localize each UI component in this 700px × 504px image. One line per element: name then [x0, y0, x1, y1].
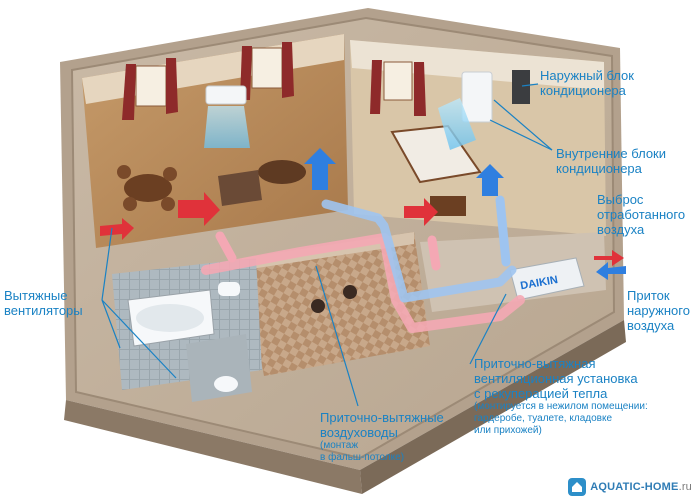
label-outdoor-unit-line-2: кондиционера — [540, 83, 626, 98]
dining-table — [124, 174, 172, 202]
supply-arrow-living — [304, 148, 336, 190]
window-right — [251, 47, 283, 89]
label-ahu-line-3: с рекуперацией тепла — [474, 386, 608, 401]
label-indoor-units-line-1: Внутренние блоки — [556, 146, 666, 161]
bathroom — [112, 258, 262, 402]
label-ahu-note-3: или прихожей) — [474, 425, 542, 436]
label-outdoor-unit-line-1: Наружный блок — [540, 68, 634, 83]
label-exhaust-out-line-2: отработанного — [597, 207, 686, 222]
house-logo-icon — [568, 478, 587, 496]
outdoor-unit — [512, 70, 530, 104]
person-1 — [311, 299, 325, 313]
label-ahu-note-2: гардеробе, туалете, кладовке — [474, 413, 613, 424]
exhaust-arrow-wall — [100, 218, 134, 240]
label-indoor-units-line-2: кондиционера — [556, 161, 642, 176]
label-fresh-in-line-2: наружного — [627, 303, 690, 318]
supply-duct — [201, 233, 525, 333]
label-ducts-note-1: (монтаж — [320, 440, 359, 451]
label-fresh-in: Приток наружного воздуха — [627, 288, 690, 333]
label-exhaust-out-line-1: Выброс — [597, 192, 644, 207]
label-exhaust-fans-line-1: Вытяжные — [4, 288, 68, 303]
watermark-domain: .ru — [678, 481, 692, 493]
exhaust-arrow-bedroom — [404, 198, 438, 226]
exhaust-out-arrow — [594, 250, 624, 266]
fresh-in-arrow — [596, 262, 626, 280]
label-indoor-units: Внутренние блоки кондиционера — [556, 146, 666, 176]
bathtub — [136, 304, 204, 332]
label-outdoor-unit: Наружный блок кондиционера — [540, 68, 634, 98]
leader-lines — [101, 83, 553, 407]
label-ahu-line-2: вентиляционная установка — [474, 371, 638, 386]
label-exhaust-fans: Вытяжные вентиляторы — [4, 288, 83, 318]
label-ahu-note-1: (монтируется в нежилом помещении: — [474, 401, 648, 412]
label-ducts: Приточно-вытяжные воздуховоды (монтаж в … — [320, 410, 444, 464]
label-exhaust-out-line-3: воздуха — [597, 222, 645, 237]
sofa — [218, 170, 262, 206]
washbasin — [218, 282, 240, 296]
watermark-text: AQUATIC-HOME.ru — [590, 481, 692, 493]
label-exhaust-fans-line-2: вентиляторы — [4, 303, 83, 318]
coffee-table — [258, 160, 306, 184]
label-exhaust-out: Выброс отработанного воздуха — [597, 192, 685, 237]
label-ahu: Приточно-вытяжная вентиляционная установ… — [474, 356, 648, 437]
bed — [390, 124, 482, 184]
label-ducts-line-2: воздуховоды — [320, 425, 398, 440]
ventilation-unit — [509, 257, 585, 301]
extract-duct — [321, 199, 517, 303]
indoor-unit-right — [461, 71, 493, 123]
label-ducts-note-2: в фальш-потолке) — [320, 452, 405, 463]
living-room — [82, 34, 348, 248]
indoor-unit-left — [205, 85, 247, 105]
person-2 — [343, 285, 357, 299]
bedroom — [350, 40, 606, 236]
label-ducts-line-1: Приточно-вытяжные — [320, 410, 444, 425]
watermark-name: AQUATIC-HOME — [590, 481, 679, 493]
watermark: AQUATIC-HOME.ru — [568, 476, 692, 498]
ductwork — [201, 195, 525, 333]
airflow-arrows — [100, 148, 626, 280]
label-ahu-line-1: Приточно-вытяжная — [474, 356, 596, 371]
window-left — [135, 65, 167, 107]
label-fresh-in-line-1: Приток — [627, 288, 670, 303]
supply-arrow-bedroom — [476, 164, 504, 196]
label-fresh-in-line-3: воздуха — [627, 318, 675, 333]
toilet — [214, 376, 238, 392]
exhaust-arrow-living — [178, 192, 220, 226]
